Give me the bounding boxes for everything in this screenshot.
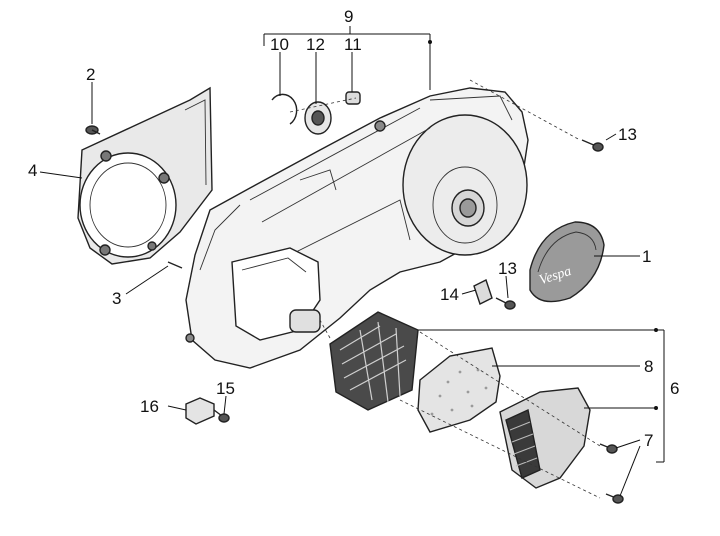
part-16-bracket: [185, 397, 215, 425]
label-3: 3: [112, 289, 121, 308]
part-15-screw: [213, 409, 230, 423]
assembly-guide-lines: [289, 79, 601, 499]
part-14-bracket: [473, 279, 493, 305]
part-13-upper-screw: [581, 139, 604, 152]
label-12: 12: [306, 35, 325, 54]
label-11: 11: [344, 35, 362, 54]
label-13-upper: 13: [618, 125, 637, 144]
leader-lines: [39, 26, 665, 497]
label-10: 10: [270, 35, 289, 54]
part-2-screw: [85, 125, 101, 135]
part-11-bushing: [345, 91, 361, 105]
label-15: 15: [216, 379, 235, 398]
transmission-cover-body: [185, 87, 529, 369]
part-4-cover-plate: [77, 86, 213, 265]
label-7: 7: [644, 431, 653, 450]
label-14: 14: [440, 285, 459, 304]
label-4: 4: [28, 161, 37, 180]
label-16: 16: [140, 397, 159, 416]
part-10-circlip: [271, 93, 298, 125]
label-9: 9: [344, 7, 353, 26]
part-1-logo-cover: Vespa: [529, 221, 605, 303]
part-7-screws: [599, 443, 624, 504]
part-3-stud: [167, 261, 183, 269]
label-6: 6: [670, 379, 679, 398]
part-8-filter-sponge: [417, 347, 501, 433]
label-1: 1: [642, 247, 651, 266]
callout-labels: 9 10 12 11 2 4 13 1 13 14 3 8 6 15 16 7: [28, 7, 679, 450]
part-12-bearing: [304, 101, 332, 135]
air-filter-housing: [329, 311, 419, 411]
label-13-lower: 13: [498, 259, 517, 278]
filter-outer-cover: [499, 387, 591, 489]
part-13-lower-screw: [495, 297, 516, 310]
label-8: 8: [644, 357, 653, 376]
label-2: 2: [86, 65, 95, 84]
